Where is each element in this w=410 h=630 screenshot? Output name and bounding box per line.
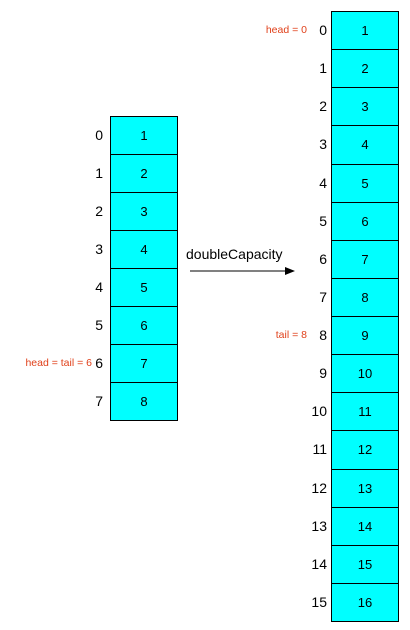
after-index-label: 0 bbox=[319, 22, 327, 39]
before-index-label: 6 bbox=[95, 355, 103, 371]
after-index-label: 3 bbox=[319, 136, 327, 153]
after-index-label: 6 bbox=[319, 250, 327, 267]
after-cell: 11 bbox=[331, 392, 399, 432]
after-index-label: 1 bbox=[319, 60, 327, 77]
after-index-label: 5 bbox=[319, 212, 327, 229]
after-cell: 10 bbox=[331, 354, 399, 394]
before-index-label: 0 bbox=[95, 127, 103, 143]
before-index-label: 7 bbox=[95, 393, 103, 409]
before-index-label: 2 bbox=[95, 203, 103, 219]
after-index-label: 10 bbox=[311, 403, 327, 420]
before-cell: 4 bbox=[110, 230, 178, 269]
after-cell: 4 bbox=[331, 125, 399, 165]
after-index-label: 4 bbox=[319, 174, 327, 191]
pointer-annotation: head = 0 bbox=[265, 24, 307, 37]
before-cell: 2 bbox=[110, 154, 178, 193]
after-cell: 9 bbox=[331, 316, 399, 356]
before-index-label: 1 bbox=[95, 165, 103, 181]
after-index-label: 11 bbox=[312, 441, 327, 458]
after-cell: 8 bbox=[331, 277, 399, 317]
after-index-label: 2 bbox=[319, 98, 327, 115]
after-cell: 13 bbox=[331, 468, 399, 508]
after-cell: 12 bbox=[331, 430, 399, 470]
before-cell: 5 bbox=[110, 268, 178, 307]
after-cell: 6 bbox=[331, 201, 399, 241]
after-cell: 5 bbox=[331, 163, 399, 203]
before-cell: 3 bbox=[110, 192, 178, 231]
after-index-label: 14 bbox=[311, 555, 327, 572]
after-cell: 14 bbox=[331, 506, 399, 546]
after-cell: 2 bbox=[331, 49, 399, 89]
after-cell: 16 bbox=[331, 582, 399, 622]
before-index-label: 5 bbox=[95, 317, 103, 333]
after-index-label: 8 bbox=[319, 327, 327, 344]
before-index-label: 3 bbox=[95, 241, 103, 257]
before-cell: 7 bbox=[110, 344, 178, 383]
after-cell: 1 bbox=[331, 11, 399, 51]
after-index-label: 15 bbox=[311, 593, 327, 610]
before-cell: 1 bbox=[110, 116, 178, 155]
before-index-label: 4 bbox=[95, 279, 103, 295]
after-index-label: 13 bbox=[311, 517, 327, 534]
after-cell: 3 bbox=[331, 87, 399, 127]
after-index-label: 12 bbox=[311, 479, 327, 496]
after-cell: 7 bbox=[331, 239, 399, 279]
pointer-annotation: head = tail = 6 bbox=[25, 357, 92, 369]
after-index-label: 9 bbox=[319, 365, 327, 382]
operation-label: doubleCapacity bbox=[186, 246, 283, 262]
after-index-label: 7 bbox=[319, 288, 327, 305]
pointer-annotation: tail = 8 bbox=[275, 329, 307, 342]
before-cell: 6 bbox=[110, 306, 178, 345]
before-cell: 8 bbox=[110, 382, 178, 421]
after-cell: 15 bbox=[331, 544, 399, 584]
